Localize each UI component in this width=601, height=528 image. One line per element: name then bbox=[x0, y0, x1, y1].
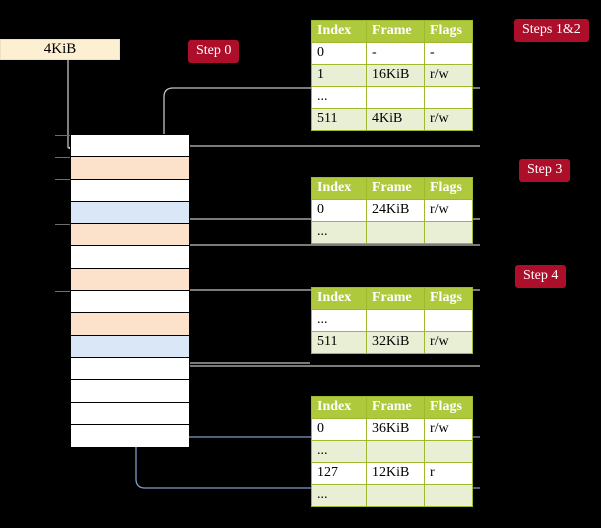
table-cell-frame: 32KiB bbox=[366, 331, 425, 354]
table-cell-index: ... bbox=[311, 484, 367, 507]
column-header-index: Index bbox=[311, 287, 367, 310]
memory-frame-row bbox=[71, 291, 189, 314]
table-cell-flags: r/w bbox=[424, 418, 473, 441]
table-cell-index: 1 bbox=[311, 64, 367, 87]
table-cell-index: ... bbox=[311, 86, 367, 109]
column-header-index: Index bbox=[311, 177, 367, 200]
table-cell-frame bbox=[366, 309, 425, 332]
memory-frame-row bbox=[71, 402, 189, 425]
table-cell-frame: 12KiB bbox=[366, 462, 425, 485]
memory-tick bbox=[55, 179, 70, 180]
table-row: ... bbox=[311, 309, 473, 332]
size-label-box: 4KiB bbox=[0, 39, 120, 60]
table-cell-frame: 4KiB bbox=[366, 108, 425, 131]
column-header-flags: Flags bbox=[424, 20, 473, 43]
memory-tick bbox=[55, 157, 70, 158]
column-header-frame: Frame bbox=[366, 396, 425, 419]
memory-frame-row bbox=[71, 224, 189, 247]
table-cell-index: ... bbox=[311, 221, 367, 244]
table-cell-index: 0 bbox=[311, 42, 367, 65]
memory-frame-row bbox=[71, 157, 189, 180]
memory-frame-row bbox=[71, 201, 189, 225]
table-cell-frame bbox=[366, 484, 425, 507]
memory-frame-row bbox=[71, 179, 189, 202]
table-cell-index: 511 bbox=[311, 331, 367, 354]
table-cell-flags: r/w bbox=[424, 108, 473, 131]
table-cell-flags bbox=[424, 309, 473, 332]
column-header-flags: Flags bbox=[424, 177, 473, 200]
table-cell-index: ... bbox=[311, 440, 367, 463]
column-header-frame: Frame bbox=[366, 287, 425, 310]
memory-frame-row bbox=[71, 246, 189, 269]
table-cell-index: 0 bbox=[311, 199, 367, 222]
badge-step-3: Step 3 bbox=[519, 159, 571, 182]
memory-tick bbox=[55, 135, 70, 136]
column-header-index: Index bbox=[311, 20, 367, 43]
column-header-index: Index bbox=[311, 396, 367, 419]
memory-frame-row bbox=[71, 335, 189, 358]
table-cell-flags: r/w bbox=[424, 64, 473, 87]
badge-steps-1-2: Steps 1&2 bbox=[514, 19, 589, 42]
table-cell-frame bbox=[366, 86, 425, 109]
table-cell-flags bbox=[424, 221, 473, 244]
column-header-frame: Frame bbox=[366, 20, 425, 43]
table-cell-frame: 16KiB bbox=[366, 64, 425, 87]
table-cell-flags bbox=[424, 86, 473, 109]
table-row: ... bbox=[311, 440, 473, 463]
table-cell-frame bbox=[366, 440, 425, 463]
table-cell-flags: r/w bbox=[424, 199, 473, 222]
memory-frame-row bbox=[71, 424, 189, 448]
table-row: ... bbox=[311, 221, 473, 244]
memory-frame-row bbox=[71, 313, 189, 336]
memory-tick bbox=[55, 291, 70, 292]
table-cell-index: ... bbox=[311, 309, 367, 332]
memory-frame-row bbox=[71, 135, 189, 158]
table-row: 0-- bbox=[311, 42, 473, 65]
size-label-text: 4KiB bbox=[43, 41, 77, 57]
table-cell-frame: 36KiB bbox=[366, 418, 425, 441]
memory-tick bbox=[55, 224, 70, 225]
column-header-flags: Flags bbox=[424, 287, 473, 310]
column-header-frame: Frame bbox=[366, 177, 425, 200]
memory-frame-row bbox=[71, 357, 189, 381]
memory-frame-row bbox=[71, 380, 189, 403]
table-row: ... bbox=[311, 86, 473, 109]
table-cell-flags bbox=[424, 440, 473, 463]
table-cell-flags: - bbox=[424, 42, 473, 65]
table-cell-flags bbox=[424, 484, 473, 507]
badge-step-0: Step 0 bbox=[188, 40, 240, 63]
column-header-flags: Flags bbox=[424, 396, 473, 419]
table-cell-index: 127 bbox=[311, 462, 367, 485]
table-cell-flags: r bbox=[424, 462, 473, 485]
memory-frame-row bbox=[71, 268, 189, 292]
table-cell-index: 511 bbox=[311, 108, 367, 131]
table-row: ... bbox=[311, 484, 473, 507]
table-cell-flags: r/w bbox=[424, 331, 473, 354]
table-cell-frame: - bbox=[366, 42, 425, 65]
table-cell-frame: 24KiB bbox=[366, 199, 425, 222]
physical-memory-column bbox=[70, 134, 190, 448]
badge-step-4: Step 4 bbox=[515, 265, 567, 288]
table-cell-frame bbox=[366, 221, 425, 244]
table-cell-index: 0 bbox=[311, 418, 367, 441]
